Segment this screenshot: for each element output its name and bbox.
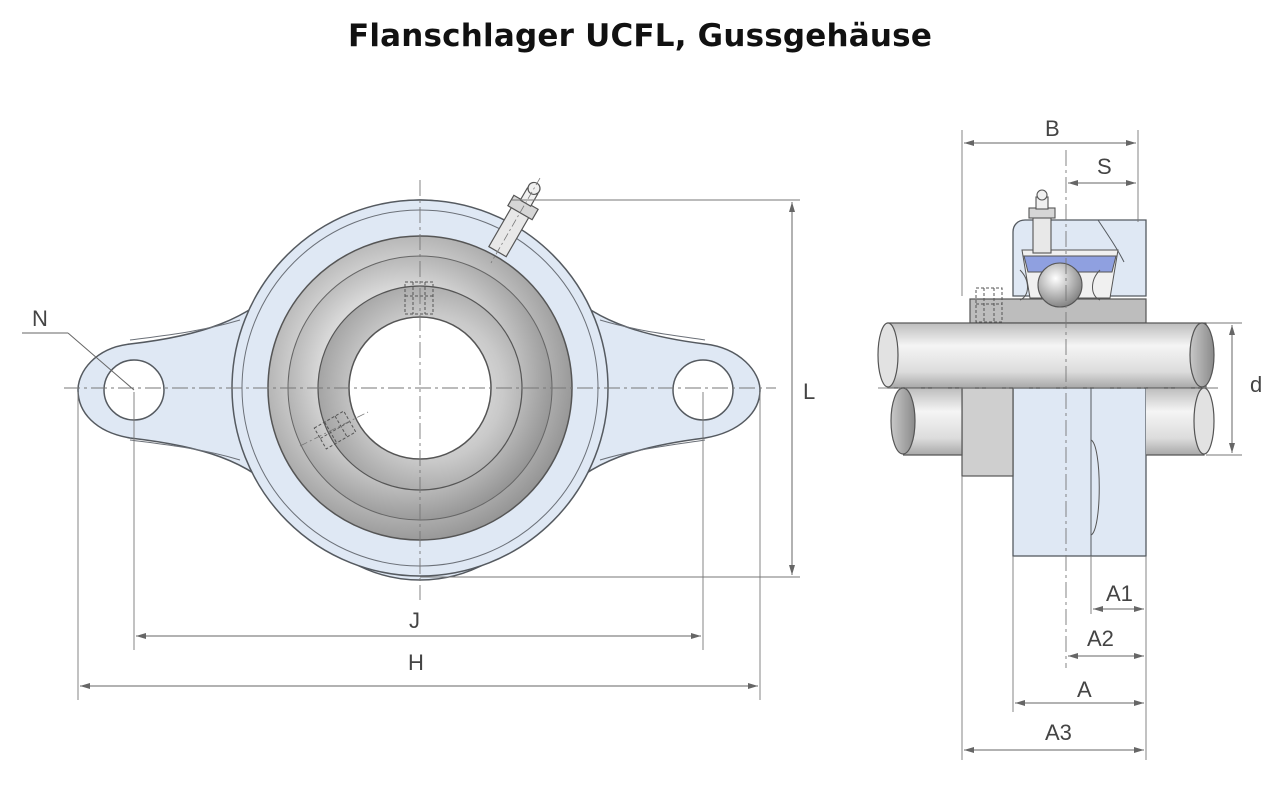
grease-nipple-icon xyxy=(488,177,541,264)
label-l: L xyxy=(803,379,815,404)
label-j: J xyxy=(409,608,420,633)
shaft xyxy=(887,322,1207,389)
label-a1: A1 xyxy=(1106,581,1133,606)
set-screw-icon xyxy=(975,287,1003,323)
label-n: N xyxy=(32,306,48,331)
grease-nipple-icon xyxy=(1028,189,1056,254)
page-title: Flanschlager UCFL, Gussgehäuse xyxy=(347,18,933,54)
label-a2: A2 xyxy=(1087,626,1114,651)
label-s: S xyxy=(1097,154,1112,179)
label-a: A xyxy=(1077,677,1092,702)
label-h: H xyxy=(408,650,424,675)
side-housing-body xyxy=(1012,387,1147,557)
front-view: N J H L xyxy=(22,177,815,700)
inner-ring-extension xyxy=(961,387,1014,477)
label-a3: A3 xyxy=(1045,720,1072,745)
label-d: d xyxy=(1250,372,1262,397)
set-screw-icon xyxy=(404,281,434,315)
label-b: B xyxy=(1045,116,1060,141)
side-view: B S d A1 A2 A A3 xyxy=(877,116,1262,760)
bearing-ball xyxy=(1037,262,1083,308)
